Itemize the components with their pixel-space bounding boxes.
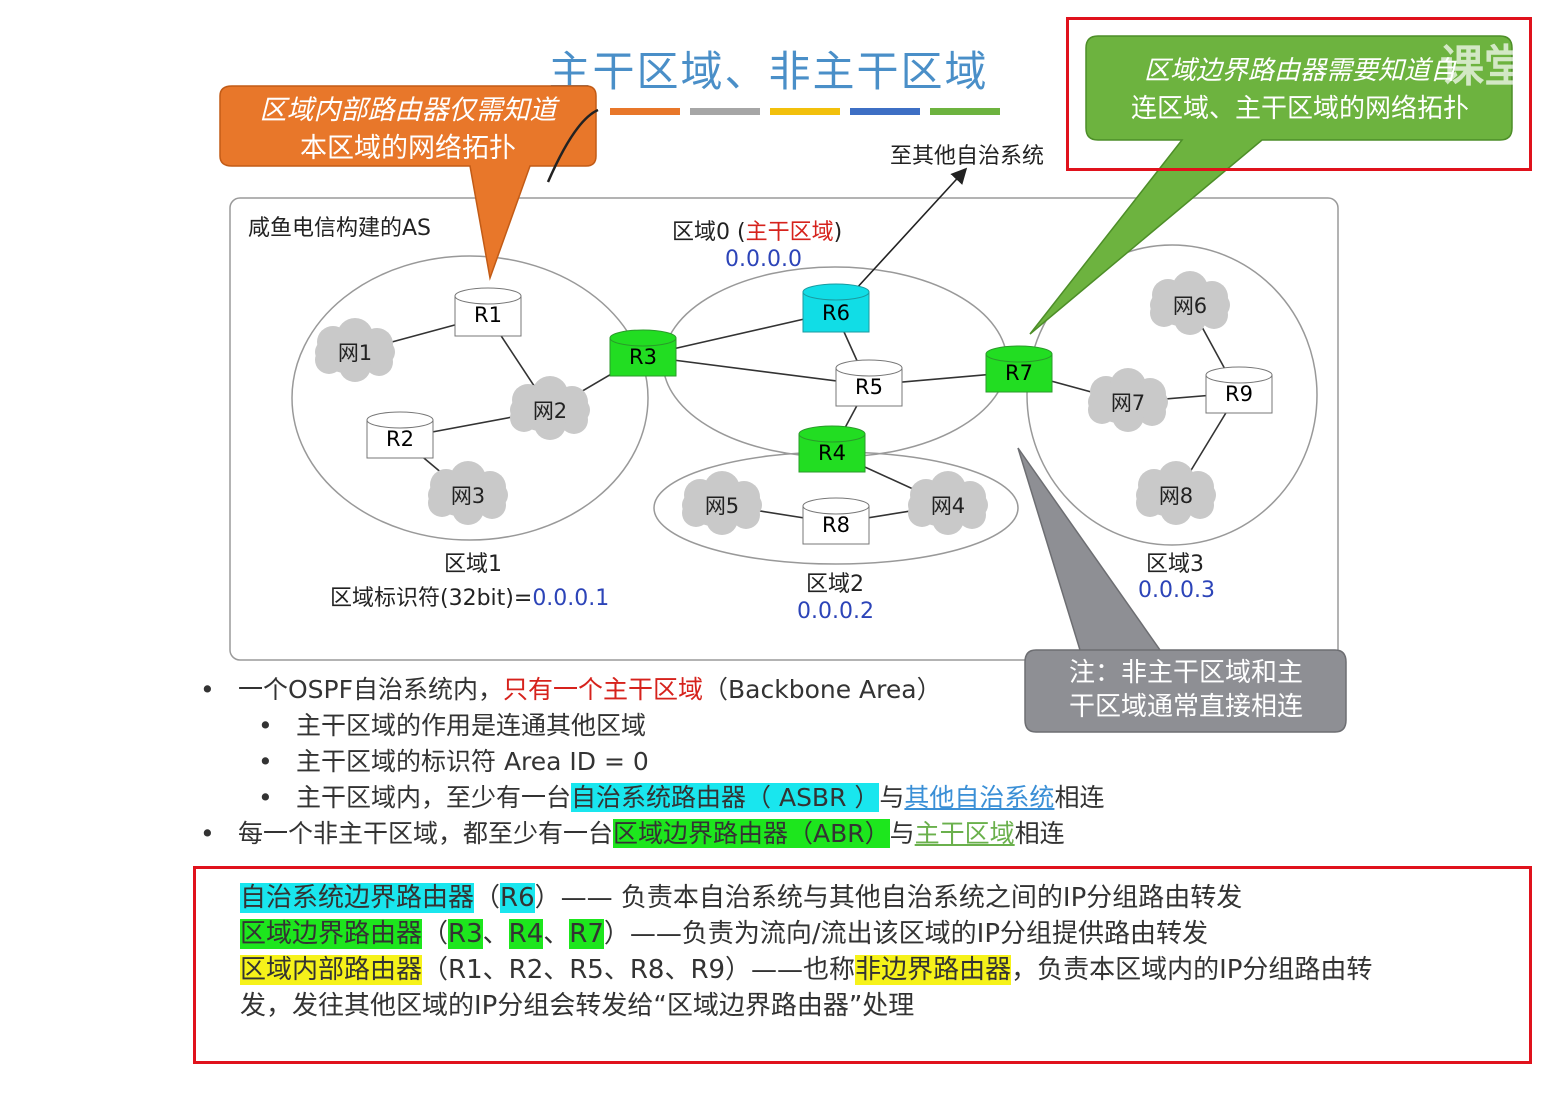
svg-text:R7: R7 <box>1005 361 1033 385</box>
network-5-label: 网5 <box>705 494 739 518</box>
callout-border-shape <box>1029 35 1513 335</box>
network-6-label: 网6 <box>1173 294 1207 318</box>
area1-label: 区域1 <box>444 552 502 577</box>
to-other-as-label: 至其他自治系统 <box>890 144 1045 169</box>
area3-id: 0.0.0.3 <box>1138 578 1215 603</box>
svg-text:R6: R6 <box>822 301 850 325</box>
definition-asbr: 自治系统边界路由器（R6）—— 负责本自治系统与其他自治系统之间的IP分组路由转… <box>240 883 1243 913</box>
callout-internal-shape <box>219 85 597 281</box>
network-3-label: 网3 <box>451 484 485 508</box>
color-strip-4 <box>850 108 920 115</box>
highlight-box-border <box>1066 17 1532 171</box>
router-R9: R9 <box>1205 366 1273 414</box>
router-R4: R4 <box>798 425 866 473</box>
network-8-label: 网8 <box>1159 484 1193 508</box>
area3-ellipse <box>1026 244 1318 546</box>
svg-text:R5: R5 <box>855 375 883 399</box>
router-R6: R6 <box>802 283 870 333</box>
svg-text:R3: R3 <box>629 345 657 369</box>
area3-label: 区域3 <box>1146 552 1204 577</box>
area1-id-label: 区域标识符(32bit)=0.0.0.1 <box>330 586 610 611</box>
router-R7: R7 <box>985 345 1053 393</box>
bullet-list: •一个OSPF自治系统内，只有一个主干区域（Backbone Area） •主干… <box>200 672 1104 852</box>
bullet-1b: •主干区域的标识符 Area ID = 0 <box>258 747 649 776</box>
bullet-1: •一个OSPF自治系统内，只有一个主干区域（Backbone Area） <box>200 675 942 704</box>
svg-text:R2: R2 <box>386 427 414 451</box>
callout-border-text: 区域边界路由器需要知道自 连区域、主干区域的网络拓扑 <box>1130 56 1469 124</box>
svg-text:R9: R9 <box>1225 382 1253 406</box>
handwritten-mark <box>546 108 599 183</box>
as-label: 咸鱼电信构建的AS <box>248 216 432 241</box>
definitions: 自治系统边界路由器（R6）—— 负责本自治系统与其他自治系统之间的IP分组路由转… <box>240 880 1490 1024</box>
svg-text:R4: R4 <box>818 441 846 465</box>
router-R1: R1 <box>454 287 522 337</box>
network-2-label: 网2 <box>533 399 567 423</box>
router-R8: R8 <box>802 497 870 545</box>
color-strip-1 <box>610 108 680 115</box>
area2-label: 区域2 <box>806 572 864 597</box>
bullet-1c: •主干区域内，至少有一台自治系统路由器（ ASBR ）与其他自治系统相连 <box>258 783 1105 812</box>
callout-note-shape <box>1017 447 1347 733</box>
area1-ellipse <box>291 255 649 541</box>
svg-text:R8: R8 <box>822 513 850 537</box>
bullet-1a: •主干区域的作用是连通其他区域 <box>258 711 647 740</box>
definition-internal-cont: 发，发往其他区域的IP分组会转发给“区域边界路由器”处理 <box>240 991 915 1021</box>
svg-text:R1: R1 <box>474 303 502 327</box>
definition-internal: 区域内部路由器（R1、R2、R5、R8、R9）——也称非边界路由器，负责本区域内… <box>240 955 1373 985</box>
area0-label: 区域0 (主干区域) <box>672 220 843 245</box>
definition-abr: 区域边界路由器（R3、R4、R7）——负责为流向/流出该区域的IP分组提供路由转… <box>240 919 1208 949</box>
bullet-2: •每一个非主干区域，都至少有一台区域边界路由器（ABR）与主干区域相连 <box>200 819 1065 848</box>
area2-id: 0.0.0.2 <box>797 599 874 624</box>
color-strip-5 <box>930 108 1000 115</box>
color-strip-2 <box>690 108 760 115</box>
network-1-label: 网1 <box>338 341 372 365</box>
area0-id: 0.0.0.0 <box>725 247 802 272</box>
slide-title: 主干区域、非主干区域 <box>548 47 989 96</box>
as-frame <box>229 197 1339 661</box>
color-strip-3 <box>770 108 840 115</box>
watermark: 课堂 <box>1440 41 1528 92</box>
router-R5: R5 <box>835 359 903 407</box>
callout-note-text: 注：非主干区域和主 干区域通常直接相连 <box>1068 658 1303 722</box>
network-7-label: 网7 <box>1111 391 1145 415</box>
router-R3: R3 <box>609 329 677 377</box>
network-4-label: 网4 <box>931 494 965 518</box>
highlight-box-definitions <box>193 866 1532 1064</box>
router-R2: R2 <box>366 411 434 459</box>
callout-internal-text: 区域内部路由器仅需知道 本区域的网络拓扑 <box>259 95 557 164</box>
